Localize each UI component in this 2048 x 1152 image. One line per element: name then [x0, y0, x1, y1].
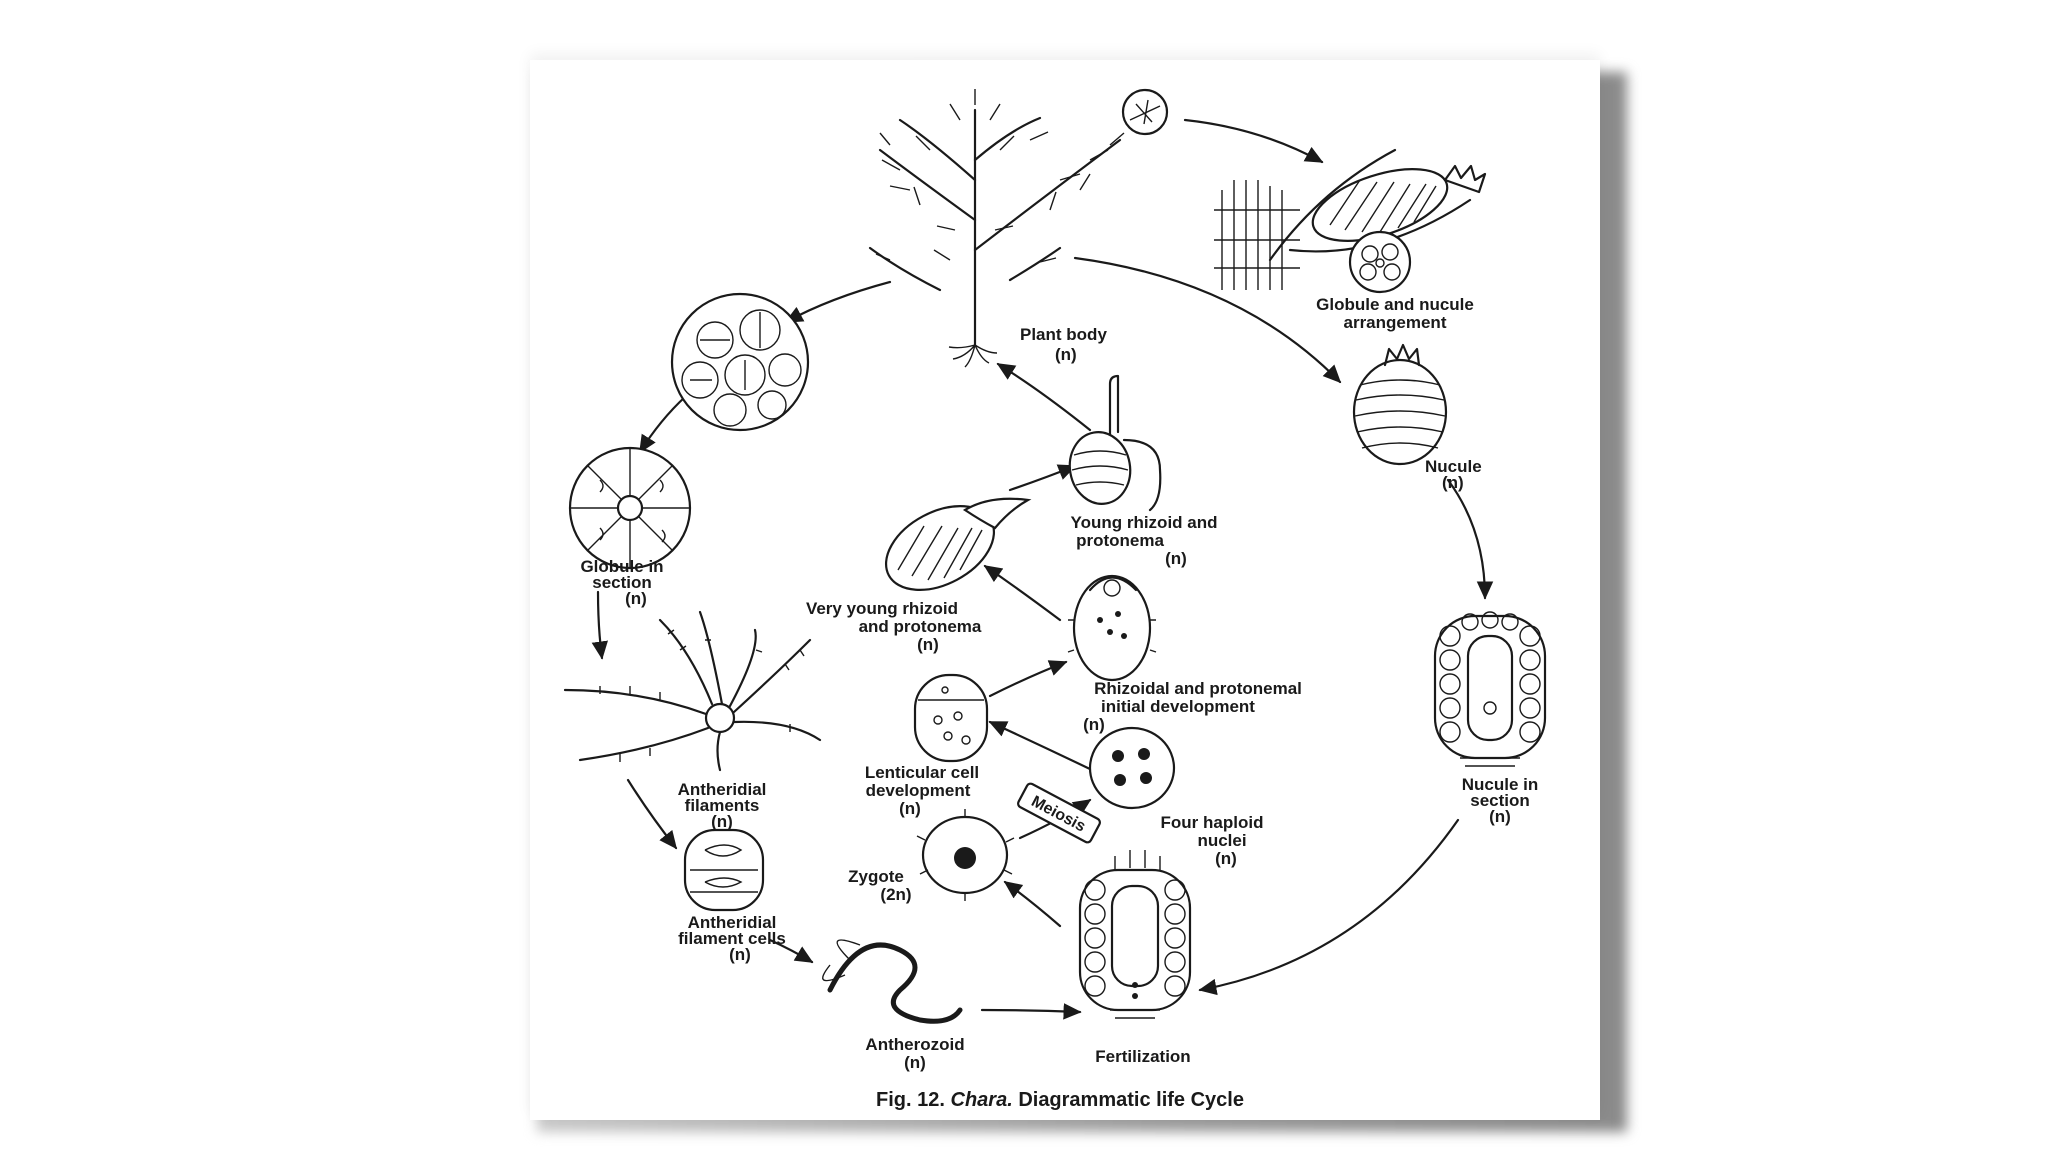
label-rhizoidal-initial-1: Rhizoidal and protonemal: [1094, 679, 1302, 698]
arrow-to-antherozoid: [768, 938, 814, 964]
antheridial-filament-cells-illustration: [683, 828, 765, 912]
arrow-to-arrangement: [1183, 118, 1324, 164]
caption-prefix: Fig. 12.: [876, 1089, 945, 1111]
label-antheridial-filaments-1: Antheridial: [678, 780, 767, 799]
magnified-node-circle: [1121, 88, 1169, 136]
label-antheridial-filaments-2: filaments: [685, 796, 760, 815]
very-young-rhizoid-illustration: [884, 497, 1032, 591]
globule-in-section-illustration: [568, 446, 692, 570]
nucule-illustration: [1352, 343, 1448, 466]
label-globule-section-3: (n): [625, 589, 647, 608]
nucule-body: [1352, 358, 1448, 466]
label-nucule-section-3: (n): [1489, 807, 1511, 826]
young-oospore: [1068, 431, 1132, 505]
label-four-nuclei-1: Four haploid: [1161, 813, 1264, 832]
antheridial-filaments-illustration: [563, 610, 822, 772]
arrow-to-nucule-section: [1446, 478, 1494, 600]
arrow-to-rhizoidal-initial: [988, 660, 1068, 698]
arrangement-globule: [1348, 230, 1412, 294]
arrow-to-globule: [784, 280, 892, 324]
very-young-protonema: [962, 497, 1032, 530]
label-antheridial-filaments-3: (n): [711, 812, 733, 831]
zygote-nucleus: [954, 847, 976, 869]
four-nuclei-body: [1088, 726, 1176, 810]
arrow-to-very-young: [983, 564, 1062, 622]
arrow-to-globule-section: [638, 394, 688, 454]
label-antherozoid-2: (n): [904, 1053, 926, 1072]
label-rhizoidal-initial-3: (n): [1083, 715, 1105, 734]
label-very-young-2: and protonema: [859, 617, 982, 636]
globule-nucule-arrangement-illustration: [1214, 148, 1487, 294]
arrow-to-lenticular: [988, 720, 1094, 772]
label-nucule-1: Nucule: [1425, 457, 1482, 476]
labels: Plant body (n) Globule and nucule arrang…: [580, 295, 1538, 1072]
label-arrangement-1: Globule and nucule: [1316, 295, 1474, 314]
label-nucule-section-1: Nucule in: [1462, 775, 1539, 794]
fertilization-illustration: [1078, 850, 1192, 1019]
label-antherozoid-1: Antherozoid: [865, 1035, 964, 1054]
label-filament-cells-3: (n): [729, 945, 751, 964]
label-plant-body-1: Plant body: [1020, 325, 1107, 344]
label-very-young-1: Very young rhizoid: [806, 599, 958, 618]
filament-base: [704, 702, 736, 734]
arrow-to-filament-cells: [626, 778, 678, 850]
label-young-rhizoid-3: (n): [1165, 549, 1187, 568]
label-filament-cells-2: filament cells: [678, 929, 786, 948]
globule-body: [670, 292, 810, 432]
label-lenticular-1: Lenticular cell: [865, 763, 979, 782]
nucule-in-section-illustration: [1433, 611, 1547, 767]
lenticular-cell-body: [913, 673, 989, 763]
label-four-nuclei-3: (n): [1215, 849, 1237, 868]
antherozoid-illustration: [822, 939, 963, 1024]
lenticular-cell-illustration: [913, 673, 989, 763]
label-zygote-1: Zygote: [848, 867, 904, 886]
label-lenticular-2: development: [866, 781, 971, 800]
plant-body-illustration: [868, 88, 1169, 368]
figure-card: [530, 60, 1600, 1120]
zygote-illustration: [916, 809, 1015, 901]
antherozoid-body: [827, 942, 963, 1024]
figure-caption: Fig. 12. Chara. Diagrammatic life Cycle: [876, 1089, 1244, 1111]
fertilization-body: [1078, 868, 1192, 1012]
arrow-to-fertilization: [1198, 818, 1460, 996]
label-globule-section-2: section: [592, 573, 652, 592]
meiosis-tag: Meiosis: [1017, 782, 1101, 844]
label-nucule-section-2: section: [1470, 791, 1530, 810]
arrow-to-zygote: [1003, 880, 1062, 928]
label-filament-cells-1: Antheridial: [688, 913, 777, 932]
label-very-young-3: (n): [917, 635, 939, 654]
caption-genus: Chara.: [951, 1089, 1013, 1111]
label-plant-body-2: (n): [1055, 345, 1077, 364]
label-lenticular-3: (n): [899, 799, 921, 818]
young-rhizoid-illustration: [1068, 374, 1162, 512]
globule-illustration: [670, 292, 810, 432]
label-rhizoidal-initial-2: initial development: [1101, 697, 1255, 716]
label-nucule-2: (n): [1442, 473, 1464, 492]
arrow-antherozoid-to-fertilization: [980, 1003, 1082, 1020]
label-four-nuclei-2: nuclei: [1197, 831, 1246, 850]
arrow-to-antheridial-filaments: [591, 590, 608, 660]
rhizoidal-initial-body: [1072, 574, 1152, 682]
label-young-rhizoid-2: protonema: [1076, 531, 1164, 550]
arrow-to-nucule: [1073, 256, 1342, 384]
rhizoidal-initial-illustration: [1067, 574, 1157, 682]
nucule-section-outer: [1433, 614, 1547, 760]
label-globule-section-1: Globule in: [580, 557, 663, 576]
label-young-rhizoid-1: Young rhizoid and: [1071, 513, 1218, 532]
label-zygote-2: (2n): [880, 885, 911, 904]
arrow-to-young-rhizoid: [1008, 464, 1077, 492]
caption-suffix: Diagrammatic life Cycle: [1018, 1089, 1244, 1111]
label-fertilization: Fertilization: [1095, 1047, 1190, 1066]
label-arrangement-2: arrangement: [1344, 313, 1447, 332]
four-haploid-nuclei-illustration: [1088, 726, 1176, 810]
plant-rhizoids: [948, 344, 998, 368]
arrow-to-plant-body: [996, 362, 1092, 432]
